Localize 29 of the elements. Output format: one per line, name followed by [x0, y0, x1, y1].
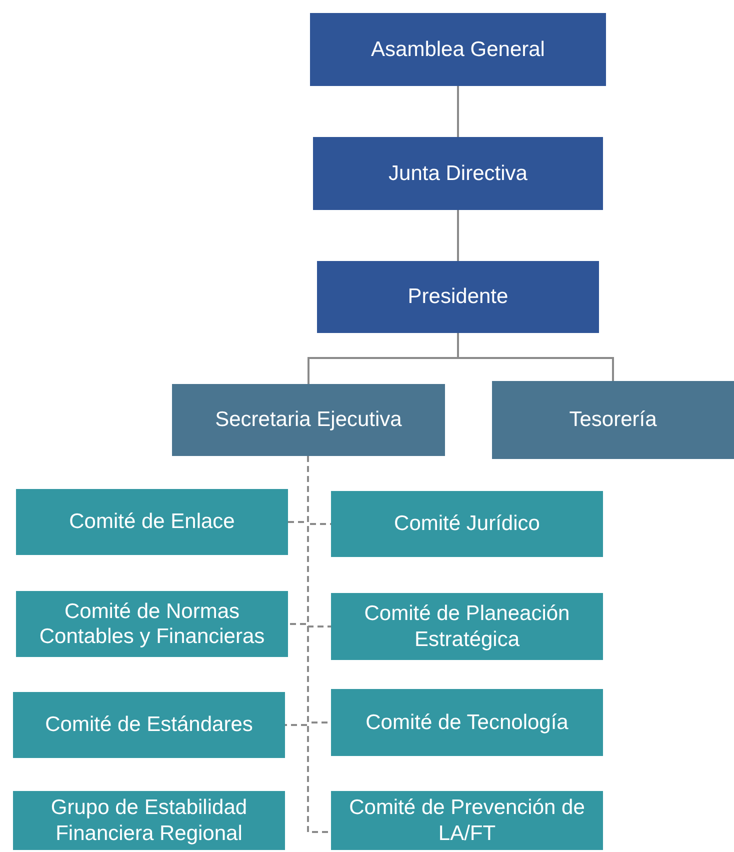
box-label: Comité de Estándares	[45, 712, 253, 738]
connector	[457, 86, 459, 137]
org-box	[13, 692, 285, 758]
connector	[457, 210, 459, 261]
dashed-connector	[307, 456, 331, 833]
box-label: Presidente	[408, 284, 508, 310]
org-box	[331, 593, 603, 660]
org-box	[313, 137, 603, 210]
box-label: Comité de Prevención de LA/FT	[348, 795, 586, 846]
box-label: Comité Jurídico	[394, 511, 540, 537]
org-box	[331, 791, 603, 850]
box-label: Junta Directiva	[388, 160, 528, 186]
box-label: Asamblea General	[371, 36, 545, 62]
org-box	[331, 491, 603, 557]
org-box	[317, 261, 599, 333]
box-label: Secretaria Ejecutiva	[215, 407, 402, 433]
box-label: Tesorería	[569, 407, 657, 433]
box-label: Grupo de Estabilidad Financiera Regional	[50, 795, 248, 846]
org-box	[16, 591, 288, 657]
org-box	[13, 791, 285, 850]
org-box	[172, 384, 445, 456]
box-label: Comité de Normas Contables y Financieras	[38, 598, 266, 650]
box-label: Comité de Tecnología	[366, 710, 568, 736]
box-label: Comité de Planeación Estratégica	[363, 601, 571, 652]
org-box	[310, 13, 606, 86]
org-box	[331, 689, 603, 756]
org-box	[492, 381, 734, 459]
org-box	[16, 489, 288, 555]
box-label: Comité de Enlace	[69, 509, 235, 535]
